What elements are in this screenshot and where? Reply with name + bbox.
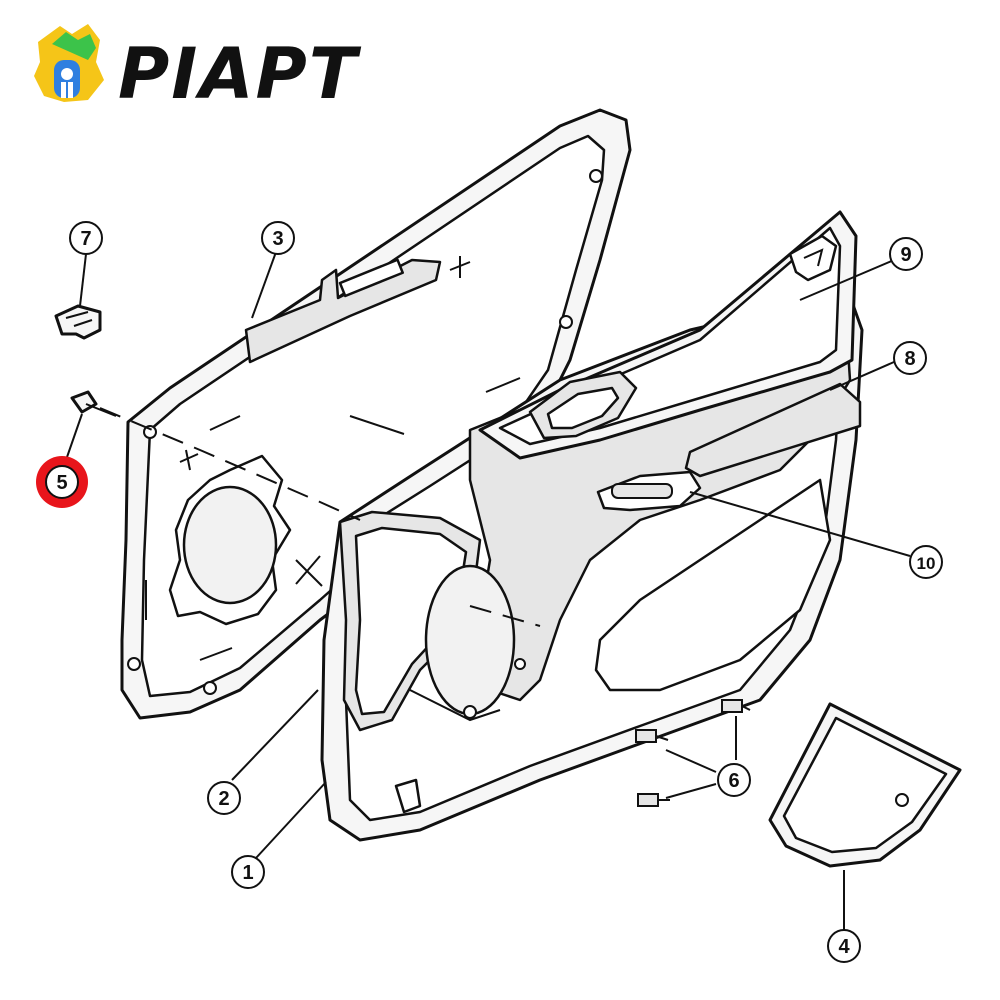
map-pocket-cover xyxy=(768,702,962,868)
callout-label: 3 xyxy=(272,228,283,250)
push-pin-fastener xyxy=(70,390,117,417)
water-shield-panel xyxy=(120,108,632,720)
brand-name: PIAPT xyxy=(118,33,359,115)
callout-6: 6 xyxy=(717,763,751,797)
callout-7: 7 xyxy=(69,221,103,255)
upper-trim-insert xyxy=(478,210,858,460)
callout-label: 7 xyxy=(80,228,91,250)
brand-logo-icon xyxy=(34,24,104,102)
callout-8: 8 xyxy=(893,341,927,375)
callout-1: 1 xyxy=(231,855,265,889)
callout-label: 1 xyxy=(242,862,253,884)
callout-label: 2 xyxy=(218,788,229,810)
assembly-line xyxy=(99,407,361,521)
screw-fasteners xyxy=(635,699,751,807)
retainer-clip xyxy=(54,304,102,340)
callout-2: 2 xyxy=(207,781,241,815)
callout-label: 4 xyxy=(838,936,850,958)
callout-4: 4 xyxy=(827,929,861,963)
callout-label: 6 xyxy=(728,770,739,792)
callout-label: 5 xyxy=(56,472,67,494)
callout-9: 9 xyxy=(889,237,923,271)
leader-lines xyxy=(65,251,911,930)
callout-3: 3 xyxy=(261,221,295,255)
trim-strip xyxy=(684,382,862,478)
callout-5-highlighted: 5 xyxy=(36,456,88,508)
callout-label: 10 xyxy=(917,554,936,573)
callout-label: 9 xyxy=(900,244,911,266)
callout-label: 8 xyxy=(904,348,915,370)
callout-10: 10 xyxy=(909,545,943,579)
